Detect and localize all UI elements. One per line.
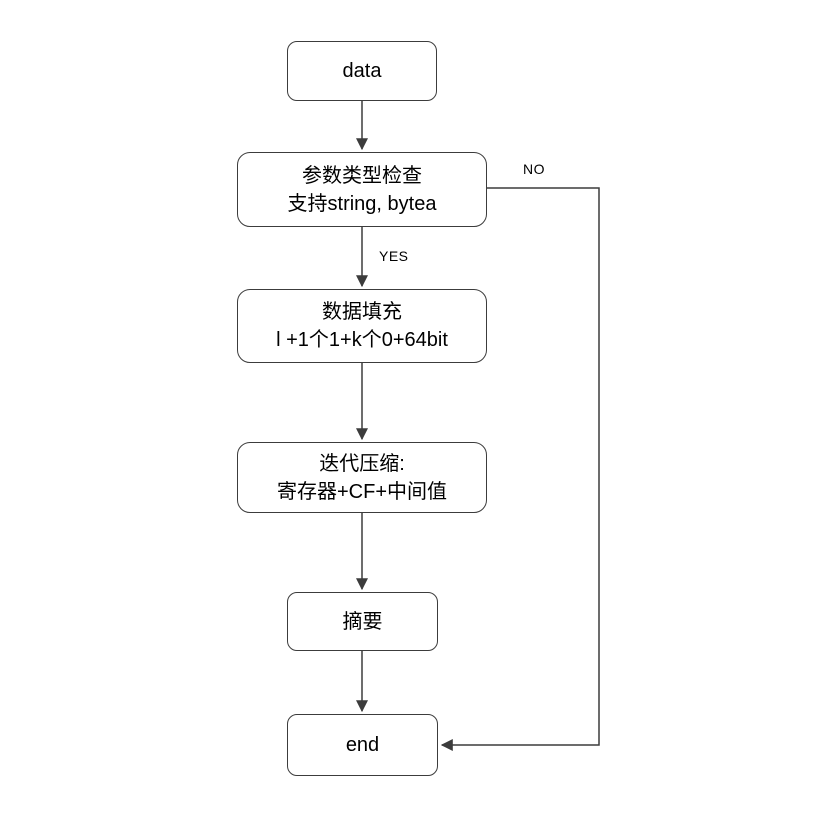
- edge-no-typecheck-to-end: [440, 187, 600, 751]
- node-label-line2: l +1个1+k个0+64bit: [276, 329, 448, 351]
- node-label-line1: 参数类型检查: [302, 164, 422, 187]
- node-label-line2: 寄存器+CF+中间值: [276, 480, 448, 503]
- node-label: 摘要: [342, 610, 383, 633]
- edge-label-yes: YES: [379, 248, 409, 264]
- edge-label-no: NO: [523, 161, 545, 177]
- node-label: end: [345, 734, 380, 756]
- node-compression: 迭代压缩: 寄存器+CF+中间值: [237, 442, 487, 513]
- node-label-line1: 数据填充: [322, 301, 402, 323]
- node-padding: 数据填充 l +1个1+k个0+64bit: [237, 289, 487, 363]
- node-type-check: 参数类型检查 支持string, bytea: [237, 152, 487, 227]
- node-data: data: [287, 41, 437, 101]
- node-label-line1: 迭代压缩:: [319, 452, 405, 475]
- node-label-line2: 支持string, bytea: [287, 192, 437, 215]
- node-digest: 摘要: [287, 592, 438, 651]
- node-label: data: [342, 60, 382, 82]
- node-end: end: [287, 714, 438, 776]
